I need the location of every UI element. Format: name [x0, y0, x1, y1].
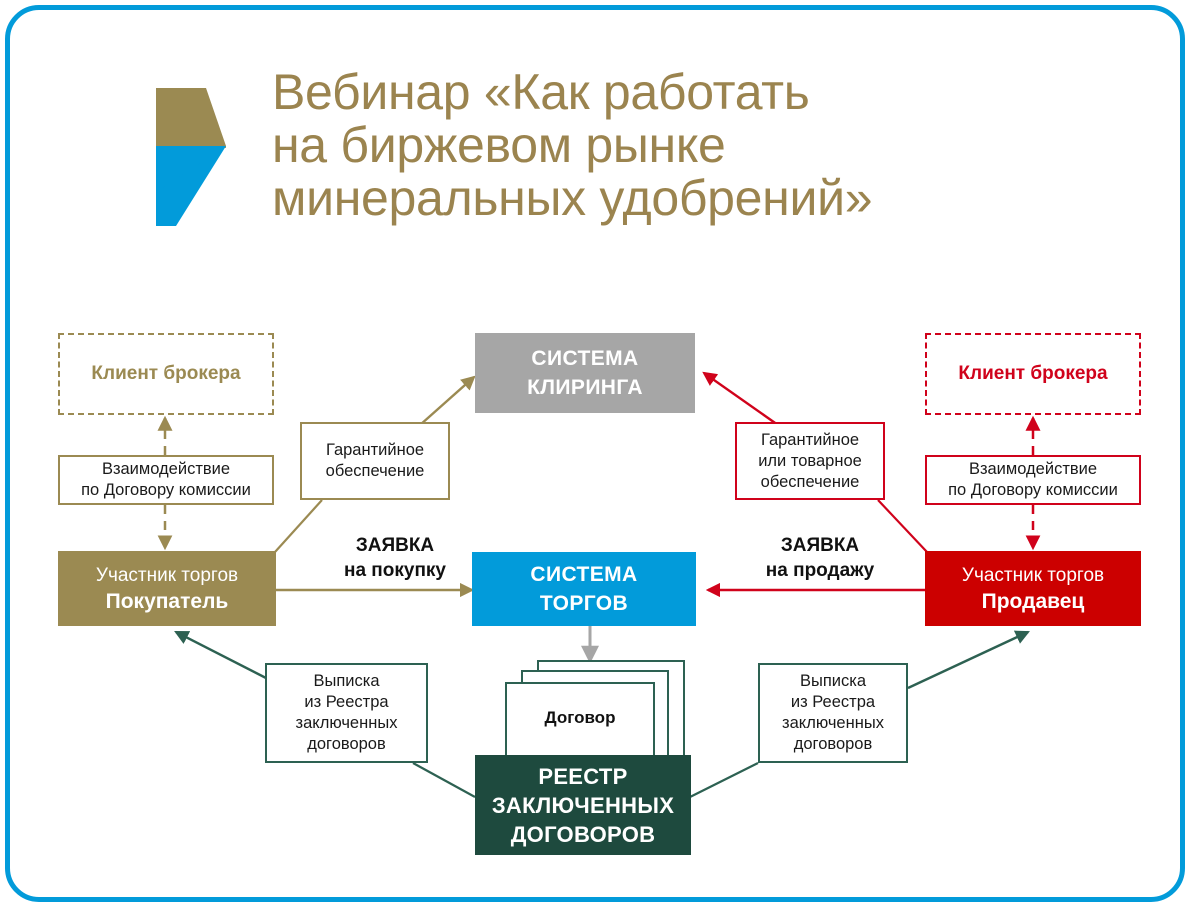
right-client-label: Клиент брокера	[958, 363, 1108, 384]
right-interaction-box[interactable]: Взаимодействие по Договору комиссии	[925, 455, 1141, 505]
arrow-collateral-to-clearing-right	[702, 371, 779, 426]
chevron-logo	[156, 88, 226, 226]
clearing-line1: СИСТЕМА	[531, 347, 639, 370]
left-client-box[interactable]: Клиент брокера	[58, 333, 274, 415]
line-seller-to-collateral	[877, 499, 928, 553]
page-title: Вебинар «Как работать на биржевом рынке …	[272, 64, 873, 226]
buy-order-line2: на покупку	[343, 560, 447, 581]
right-extract-box[interactable]: Выписка из Реестра заключенных договоров	[758, 663, 908, 763]
registry-line3: ДОГОВОРОВ	[510, 821, 656, 847]
left-collateral-label: Гарантийное обеспечение	[325, 441, 425, 480]
trading-line2: ТОРГОВ	[539, 592, 629, 615]
right-interaction-label: Взаимодействие по Договору комиссии	[948, 460, 1118, 499]
left-extract-label: Выписка из Реестра заключенных договоров	[295, 672, 398, 753]
sell-order-label: ЗАЯВКА на продажу	[720, 533, 920, 583]
buyer-role-label: Участник торгов	[95, 564, 239, 586]
left-interaction-box[interactable]: Взаимодействие по Договору комиссии	[58, 455, 274, 505]
sell-order-line2: на продажу	[765, 560, 875, 581]
buyer-name-label: Покупатель	[105, 589, 229, 613]
left-client-label: Клиент брокера	[91, 363, 241, 384]
left-extract-box[interactable]: Выписка из Реестра заключенных договоров	[265, 663, 428, 763]
arrow-right-extract-to-seller	[907, 630, 1030, 690]
registry-box[interactable]: РЕЕСТР ЗАКЛЮЧЕННЫХ ДОГОВОРОВ	[475, 755, 691, 855]
left-interaction-label: Взаимодействие по Договору комиссии	[81, 460, 251, 499]
right-collateral-label: Гарантийное или товарное обеспечение	[758, 430, 862, 491]
right-client-box[interactable]: Клиент брокера	[925, 333, 1141, 415]
seller-participant-box[interactable]: Участник торгов Продавец	[925, 551, 1141, 626]
line-registry-to-right-extract	[689, 762, 759, 798]
arrow-left-extract-to-buyer	[174, 630, 267, 680]
line-registry-to-left-extract	[412, 762, 476, 798]
buy-order-line1: ЗАЯВКА	[355, 535, 435, 556]
left-collateral-box[interactable]: Гарантийное обеспечение	[300, 422, 450, 500]
seller-role-label: Участник торгов	[961, 564, 1105, 586]
registry-line2: ЗАКЛЮЧЕННЫХ	[491, 792, 675, 818]
buyer-participant-box[interactable]: Участник торгов Покупатель	[58, 551, 276, 626]
line-buyer-to-collateral	[274, 499, 323, 553]
sell-order-line1: ЗАЯВКА	[780, 535, 860, 556]
right-collateral-box[interactable]: Гарантийное или товарное обеспечение	[735, 422, 885, 500]
seller-name-label: Продавец	[981, 589, 1085, 613]
right-extract-label: Выписка из Реестра заключенных договоров	[782, 672, 884, 753]
contract-label: Договор	[544, 708, 616, 727]
trading-line1: СИСТЕМА	[530, 563, 638, 586]
buy-order-label: ЗАЯВКА на покупку	[300, 533, 490, 583]
clearing-system-box[interactable]: СИСТЕМА КЛИРИНГА	[475, 333, 695, 413]
slide-header: Вебинар «Как работать на биржевом рынке …	[150, 66, 1050, 250]
arrow-collateral-to-clearing	[419, 375, 476, 426]
registry-line1: РЕЕСТР	[538, 763, 628, 789]
trading-system-box[interactable]: СИСТЕМА ТОРГОВ	[472, 552, 696, 626]
clearing-line2: КЛИРИНГА	[527, 376, 643, 399]
